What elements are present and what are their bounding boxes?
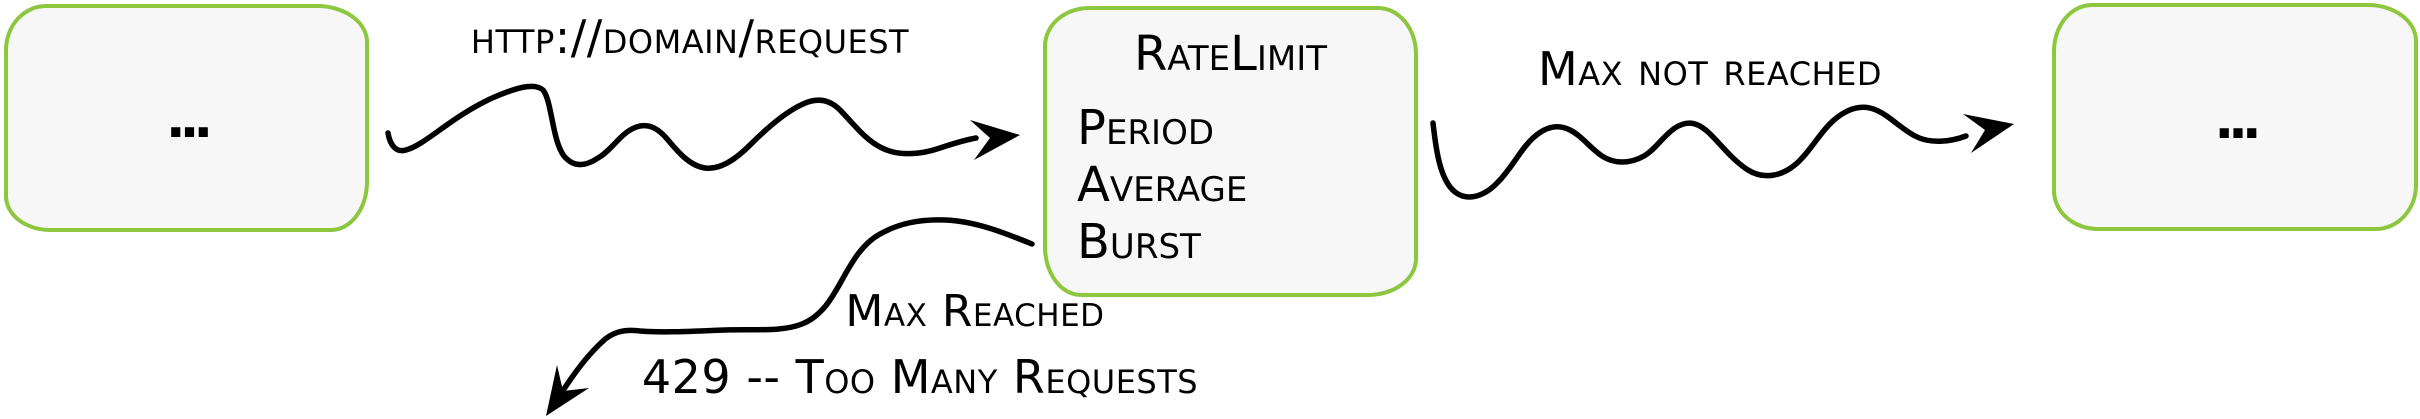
max-reached-arrowhead xyxy=(546,365,589,416)
ratelimit-item-average: Average xyxy=(1077,157,1248,213)
max-reached-label: Max Reached xyxy=(845,286,1105,337)
destination-box: ... xyxy=(2052,3,2418,231)
ratelimit-box: RateLimit Period Average Burst xyxy=(1043,6,1418,297)
request-url-label: http://domain/request xyxy=(470,10,910,64)
request-arrow xyxy=(385,83,1020,171)
ratelimit-item-burst: Burst xyxy=(1077,214,1201,270)
ratelimit-title: RateLimit xyxy=(1133,26,1328,82)
request-arrowhead xyxy=(970,120,1020,160)
ratelimit-item-period: Period xyxy=(1077,100,1215,156)
source-box: ... xyxy=(4,4,369,232)
max-not-reached-label: Max not reached xyxy=(1538,42,1882,96)
max-reached-arrow xyxy=(546,217,1035,416)
source-box-label: ... xyxy=(165,90,213,150)
max-not-reached-arrowhead xyxy=(1963,114,2014,153)
too-many-requests-label: 429 -- Too Many Requests xyxy=(641,350,1199,404)
destination-box-label: ... xyxy=(2214,91,2261,151)
max-not-reached-arrow xyxy=(1430,104,2014,200)
